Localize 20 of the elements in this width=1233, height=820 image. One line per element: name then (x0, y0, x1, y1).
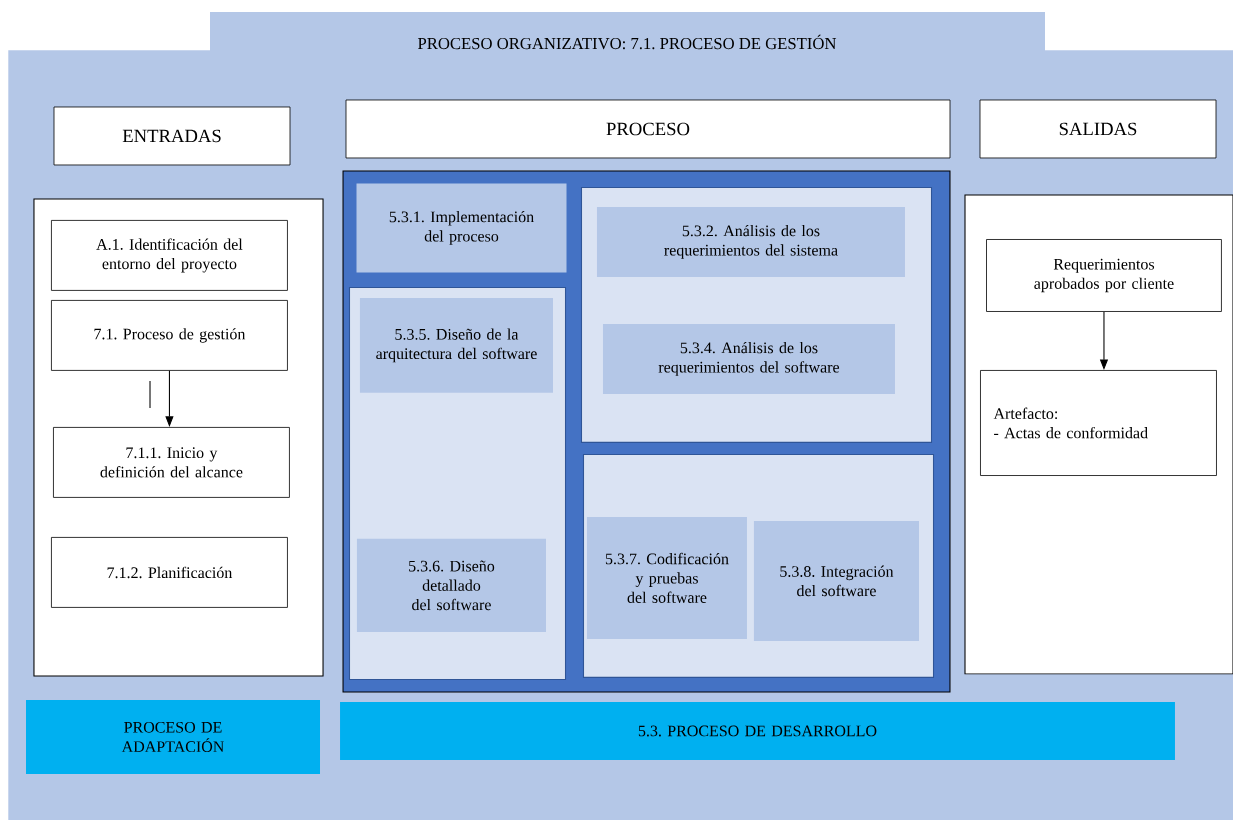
banner: 5.3. PROCESO DE DESARROLLO (340, 702, 1175, 760)
process-box: 5.3.2. Análisis de los requerimientos del sistema (596, 206, 905, 277)
process-box: 5.3.4. Análisis de los requerimientos del software (602, 323, 895, 394)
process-box: 5.3.7. Codificación y pruebas del software (586, 516, 747, 639)
process-box: 5.3.1. Implementación del proceso (356, 183, 567, 273)
process-box: 7.1.1. Inicio y definición del alcance (53, 427, 290, 498)
heading-box: ENTRADAS (53, 106, 291, 166)
process-box: A.1. Identificación del entorno del proyecto (51, 220, 288, 291)
process-box: 5.3.8. Integración del software (753, 520, 919, 641)
process-box: 7.1.2. Planificación (51, 537, 288, 608)
process-box: 5.3.6. Diseño detallado del software (356, 538, 546, 632)
process-box: 5.3.5. Diseño de la arquitectura del software (359, 297, 553, 393)
process-box: 7.1. Proceso de gestión (51, 300, 288, 371)
process-box: Requerimientos aprobados por cliente (986, 239, 1222, 312)
heading-box: PROCESO (345, 99, 951, 159)
arrow (165, 370, 174, 427)
banner: PROCESO DE ADAPTACIÓN (26, 700, 320, 774)
heading-box: SALIDAS (979, 99, 1217, 159)
node-label: PROCESO ORGANIZATIVO: 7.1. PROCESO DE GESTIÓN (417, 34, 837, 50)
process-box: Artefacto: - Actas de conformidad (980, 370, 1217, 476)
